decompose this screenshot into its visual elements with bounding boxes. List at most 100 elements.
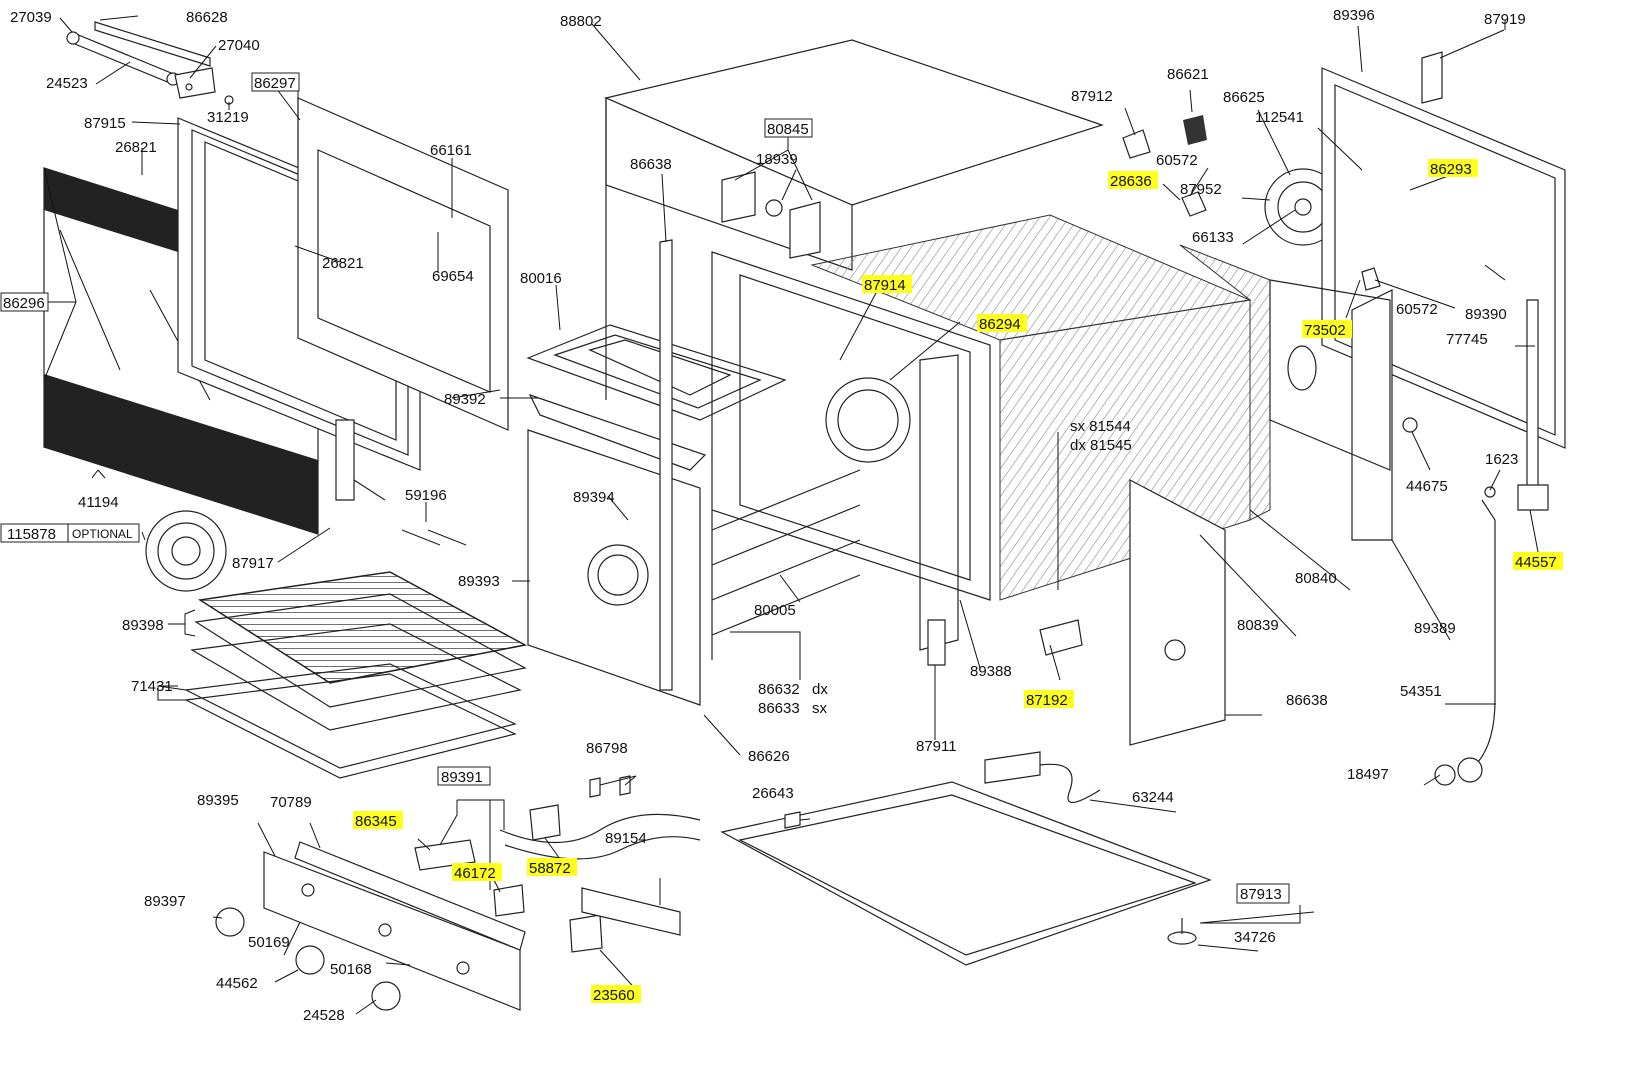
part-label-63244: 63244: [1132, 789, 1174, 806]
part-label-54351: 54351: [1400, 683, 1442, 700]
screws: [401, 529, 467, 546]
part-label-71431: 71431: [131, 678, 173, 695]
part-label-87911: 87911: [916, 738, 957, 755]
control-panel-strip: [263, 841, 526, 1011]
part-label-86632: 86632: [758, 681, 800, 698]
part-label-86296: 86296: [3, 295, 45, 312]
light-components: [659, 171, 821, 691]
part-label-box-86297: [251, 72, 300, 92]
highlight-86293: [1428, 159, 1478, 177]
part-label-80005: 80005: [754, 602, 796, 619]
part-label-89397: 89397: [144, 893, 186, 910]
part-label-59196: 59196: [405, 487, 447, 504]
part-label-86638b: 86638: [1286, 692, 1328, 709]
part-label-box-115878: [0, 523, 140, 543]
water-valve-and-hose: [1434, 484, 1549, 786]
part-label-80840: 80840: [1295, 570, 1337, 587]
part-label-41194: 41194: [78, 494, 119, 511]
highlight-73502: [1302, 320, 1352, 338]
part-label-86293: 86293: [1430, 161, 1472, 178]
leader-lines: [43, 15, 1539, 1015]
vent-tube: [1526, 299, 1539, 491]
part-label-86628: 86628: [186, 9, 228, 26]
part-label-89393: 89393: [458, 573, 500, 590]
door-hinge-rod: [66, 21, 234, 105]
highlight-46172: [452, 863, 502, 881]
part-label-box-86296: [0, 292, 49, 312]
part-label-24528: 24528: [303, 1007, 345, 1024]
part-label-box-87913: [1236, 883, 1290, 904]
part-label-31219: 31219: [207, 109, 249, 126]
part-label-80839: 80839: [1237, 617, 1279, 634]
part-label-86621: 86621: [1167, 66, 1209, 83]
part-label-23560: 23560: [593, 987, 635, 1004]
part-label-89154: 89154: [605, 830, 647, 847]
adjustable-foot: [1167, 918, 1197, 945]
part-label-50169: 50169: [248, 934, 290, 951]
control-knobs: [215, 907, 401, 1011]
fan-cover-plate: [527, 393, 707, 706]
part-label-46172: 46172: [454, 865, 496, 882]
highlight-87914: [862, 275, 912, 293]
highlight-86294: [977, 314, 1027, 332]
part-label-89389: 89389: [1414, 620, 1456, 637]
part-label-80845: 80845: [767, 121, 809, 138]
part-label-77745: 77745: [1446, 331, 1488, 348]
part-label-89398: 89398: [122, 617, 164, 634]
highlight-23560: [591, 985, 641, 1003]
part-label-87917: 87917: [232, 555, 274, 572]
part-label-86345: 86345: [355, 813, 397, 830]
part-label-18497: 18497: [1347, 766, 1389, 783]
part-label-44557: 44557: [1515, 554, 1557, 571]
control-module: [1039, 619, 1083, 656]
front-frame-seal: [919, 354, 959, 666]
part-label-87915: 87915: [84, 115, 126, 132]
part-label-27039: 27039: [10, 9, 52, 26]
part-label-sx81544: sx 81544: [1070, 418, 1131, 435]
part-label-89394: 89394: [573, 489, 615, 506]
side-rack-rails: [711, 469, 861, 660]
highlight-87192: [1024, 690, 1074, 708]
part-label-87913: 87913: [1240, 886, 1282, 903]
part-label-60572b: 60572: [1396, 301, 1438, 318]
rear-bracket: [1421, 51, 1443, 104]
part-label-24523: 24523: [46, 75, 88, 92]
part-label-112541: 112541: [1255, 109, 1304, 126]
part-label-26821b: 26821: [322, 255, 364, 272]
part-label-69654: 69654: [432, 268, 474, 285]
part-label-86633: 86633: [758, 700, 800, 717]
door-hinge: [335, 419, 386, 501]
part-label-86638a: 86638: [630, 156, 672, 173]
part-label-18939: 18939: [756, 151, 798, 168]
label-dx: dx: [812, 681, 828, 698]
label-sx: sx: [812, 700, 828, 717]
part-label-88802: 88802: [560, 13, 602, 30]
part-label-89390: 89390: [1465, 306, 1507, 323]
part-label-27040: 27040: [218, 37, 260, 54]
part-label-80016: 80016: [520, 270, 562, 287]
small-brackets: [1122, 115, 1418, 433]
part-labels: 27039 86628 27040 24523 86297 31219 8791…: [0, 7, 1563, 1024]
highlight-58872: [527, 858, 577, 876]
part-label-50168: 50168: [330, 961, 372, 978]
part-label-60572a: 60572: [1156, 152, 1198, 169]
base-tray: [720, 781, 1212, 966]
fan-guard-optional: [145, 510, 227, 592]
part-label-87192: 87192: [1026, 692, 1068, 709]
part-label-box-80845: [764, 118, 813, 138]
rear-frame: [1269, 279, 1393, 541]
part-label-87919: 87919: [1484, 11, 1526, 28]
part-label-89396: 89396: [1333, 7, 1375, 24]
part-label-87952: 87952: [1180, 181, 1222, 198]
part-label-86626: 86626: [748, 748, 790, 765]
part-label-89391: 89391: [441, 769, 483, 786]
part-label-89392: 89392: [444, 391, 486, 408]
part-label-86798: 86798: [586, 740, 628, 757]
part-label-66161: 66161: [430, 142, 472, 159]
part-label-86625: 86625: [1223, 89, 1265, 106]
part-label-87914: 87914: [864, 277, 906, 294]
part-label-86294: 86294: [979, 316, 1021, 333]
part-label-73502: 73502: [1304, 322, 1346, 339]
part-label-115878: 115878: [7, 526, 56, 543]
